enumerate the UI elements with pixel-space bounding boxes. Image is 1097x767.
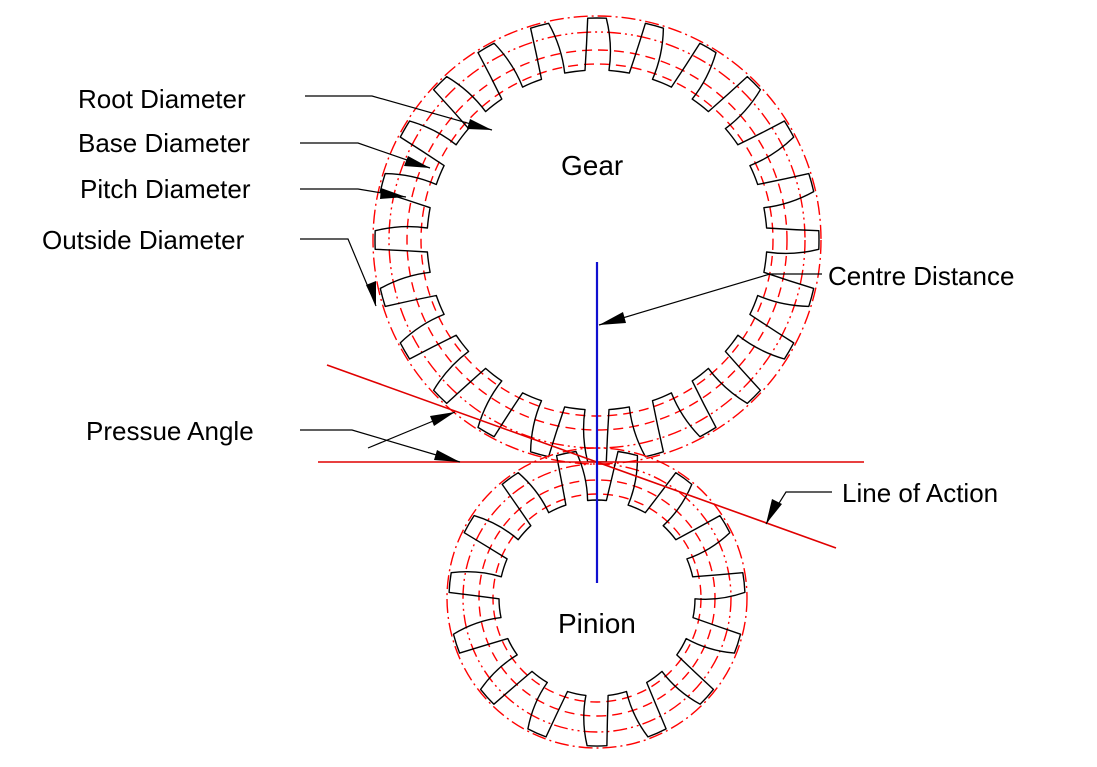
pinion-tooth-profile [448,450,746,747]
base-diameter-label: Base Diameter [78,128,250,158]
centre-distance-leader [598,273,822,326]
pinion-base-diameter-circle [478,479,716,717]
outside-diameter-leader [300,238,377,307]
centre-distance-arrowhead [599,312,626,325]
base-diameter-leader [300,142,431,169]
gear [372,15,822,465]
root-diameter-leader [305,95,493,131]
root-diameter-label: Root Diameter [78,84,246,114]
gear-outside-diameter-circle [372,15,822,465]
base-diameter-arrowhead [404,156,430,168]
pressure-angle-label: Pressue Angle [86,416,254,446]
pinion-label: Pinion [558,608,636,639]
outside-diameter-label: Outside Diameter [42,225,245,255]
line-of-action-label: Line of Action [842,478,998,508]
line-of-action-arrowhead [766,499,782,524]
centre-distance-label: Centre Distance [828,261,1014,291]
outside-diameter-arrowhead [366,281,376,306]
gear-pitch-diameter-circle [388,31,806,449]
gear-tooth-profile [374,17,820,463]
pitch-diameter-label: Pitch Diameter [80,174,251,204]
pitch-diameter-arrowhead [380,188,406,199]
root-diameter-arrowhead [467,119,492,130]
pressure-angle-secondary-arrowhead [430,412,455,426]
gear-label: Gear [561,150,623,181]
line-of-action-line [326,364,837,549]
gear-base-diameter-circle [406,49,788,431]
pressure-angle-leader [300,429,461,463]
pressure-angle-arrowhead [434,450,460,462]
